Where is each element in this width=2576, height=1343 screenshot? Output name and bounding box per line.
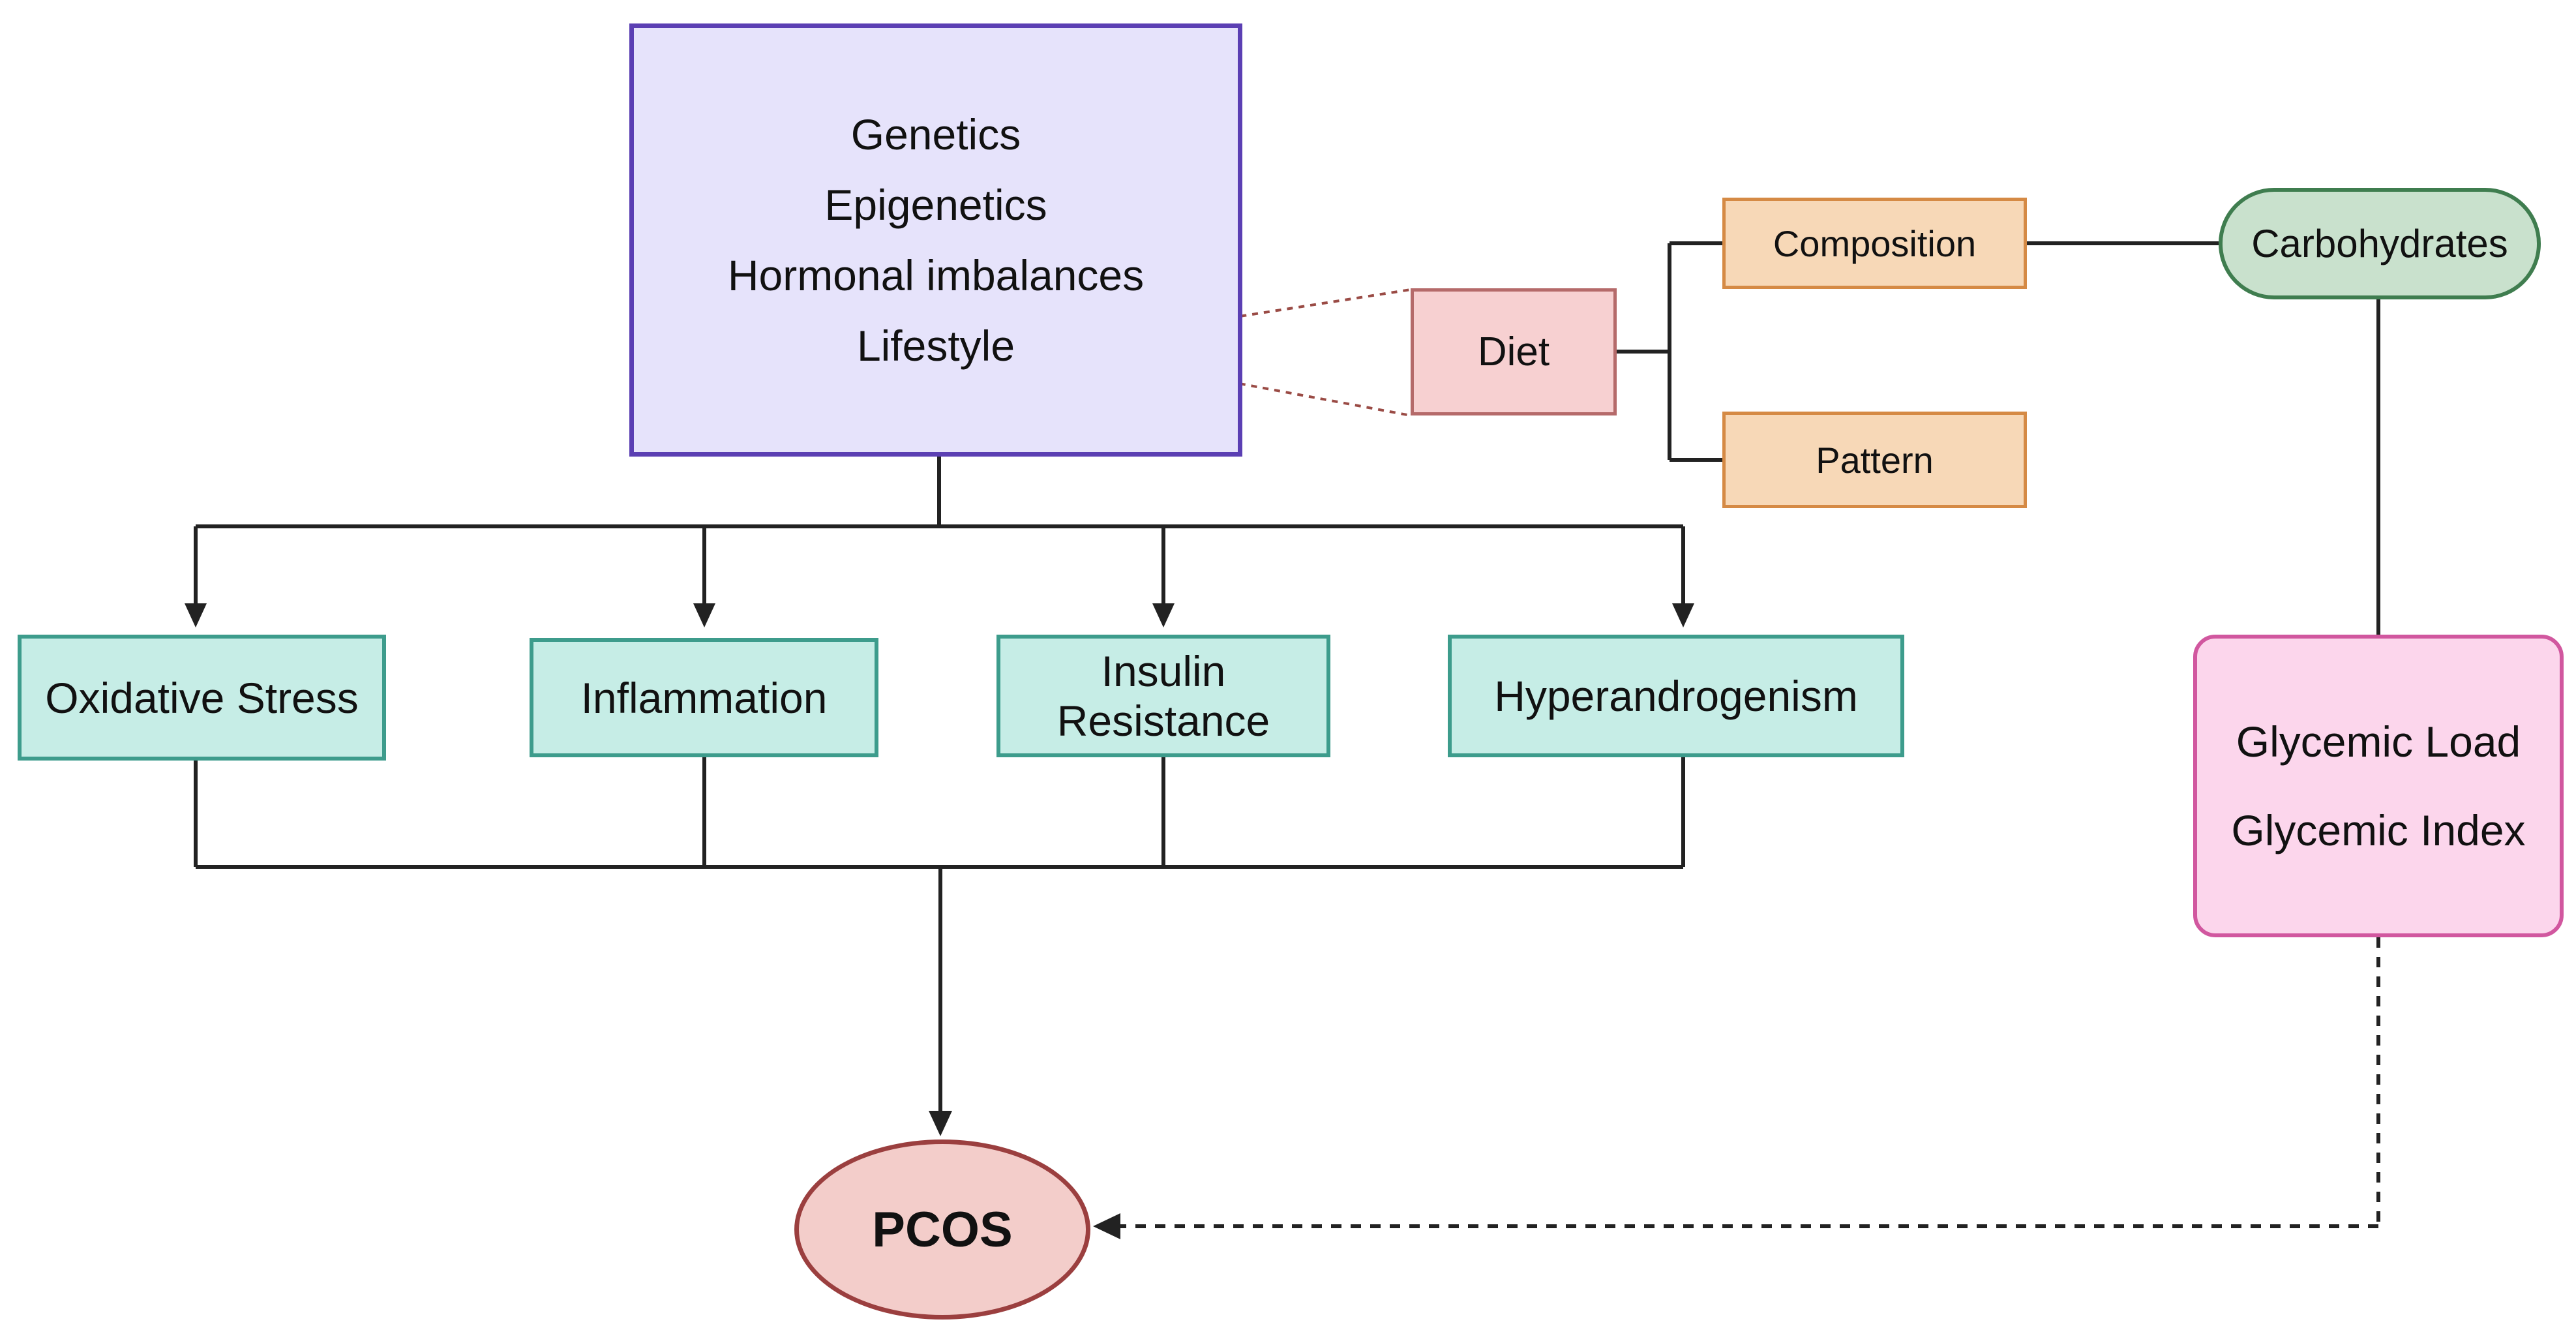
mechanism-label-line2: Resistance [1056,697,1270,745]
arrow-to-pcos [929,1111,952,1136]
composition-label: Composition [1773,222,1977,264]
cause-genetics: Genetics [850,110,1021,158]
pattern-box: Pattern [1722,412,2027,508]
pattern-label: Pattern [1816,439,1934,481]
arrow-to-inflammation [693,603,715,627]
glycemic-load-label: Glycemic Load [2236,717,2521,766]
diet-box: Diet [1411,288,1617,415]
carbohydrates-box: Carbohydrates [2219,188,2541,299]
glycemic-index-label: Glycemic Index [2231,806,2526,854]
mechanism-insulin-resistance: Insulin Resistance [996,635,1330,757]
cause-lifestyle: Lifestyle [856,322,1015,370]
mechanism-hyperandrogenism: Hyperandrogenism [1448,635,1904,757]
composition-box: Composition [1722,198,2027,289]
glycemic-box: Glycemic Load Glycemic Index [2193,635,2564,937]
pcos-label: PCOS [872,1201,1013,1258]
arrow-glycemic-to-pcos [1093,1213,1120,1239]
mechanism-label: Inflammation [580,673,828,722]
mechanism-label-line1: Insulin [1101,647,1226,695]
arrow-to-insulin-resistance [1152,603,1175,627]
cause-epigenetics: Epigenetics [824,181,1047,229]
mechanism-oxidative-stress: Oxidative Stress [18,635,386,761]
pcos-ellipse: PCOS [794,1139,1090,1320]
mechanism-label: Hyperandrogenism [1494,672,1858,720]
diet-label: Diet [1477,329,1550,374]
arrow-to-oxidative-stress [185,603,207,627]
mechanism-label: Oxidative Stress [45,673,359,722]
arrow-to-hyperandrogenism [1672,603,1694,627]
cause-hormonal-imbalances: Hormonal imbalances [727,251,1145,299]
carbohydrates-label: Carbohydrates [2251,222,2508,265]
causes-box: Genetics Epigenetics Hormonal imbalances… [629,23,1242,457]
mechanism-inflammation: Inflammation [530,638,878,757]
